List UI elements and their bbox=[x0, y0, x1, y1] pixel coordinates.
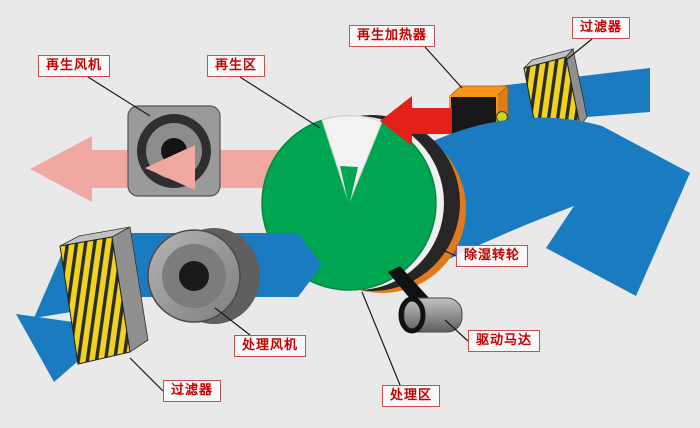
desiccant-wheel bbox=[261, 115, 466, 293]
leader-filter-top bbox=[565, 38, 593, 61]
sector-notch bbox=[340, 166, 358, 206]
label-regen-zone: 再生区 bbox=[207, 55, 266, 78]
leader-regen-heater bbox=[424, 46, 463, 89]
label-regen-fan: 再生风机 bbox=[38, 55, 111, 78]
process-fan-body bbox=[147, 228, 260, 324]
drive-motor-assembly bbox=[388, 266, 463, 334]
leader-drive-motor bbox=[444, 319, 469, 342]
leader-regen-fan bbox=[87, 76, 151, 117]
leader-filter-bottom bbox=[129, 357, 164, 392]
regen-fan-body bbox=[127, 105, 221, 197]
label-process-zone: 处理区 bbox=[382, 385, 441, 408]
hot-air-arrow bbox=[380, 96, 452, 146]
filter-bottom-body bbox=[59, 226, 149, 365]
leader-regen-zone bbox=[239, 76, 321, 129]
leader-wheel bbox=[442, 249, 457, 257]
drive-motor-body bbox=[403, 297, 463, 333]
regen-fan-flow-arrowhead bbox=[145, 145, 195, 190]
leader-lines bbox=[87, 38, 593, 392]
label-drive-motor: 驱动马达 bbox=[468, 330, 541, 353]
label-filter-bottom: 过滤器 bbox=[163, 380, 222, 403]
motor-pulley bbox=[398, 296, 426, 334]
label-wheel: 除湿转轮 bbox=[456, 245, 529, 268]
leader-process-zone bbox=[361, 291, 401, 386]
label-regen-heater: 再生加热器 bbox=[349, 25, 436, 48]
label-process-fan: 处理风机 bbox=[234, 335, 307, 358]
leader-process-fan bbox=[214, 307, 251, 336]
label-filter-top: 过滤器 bbox=[572, 17, 631, 40]
